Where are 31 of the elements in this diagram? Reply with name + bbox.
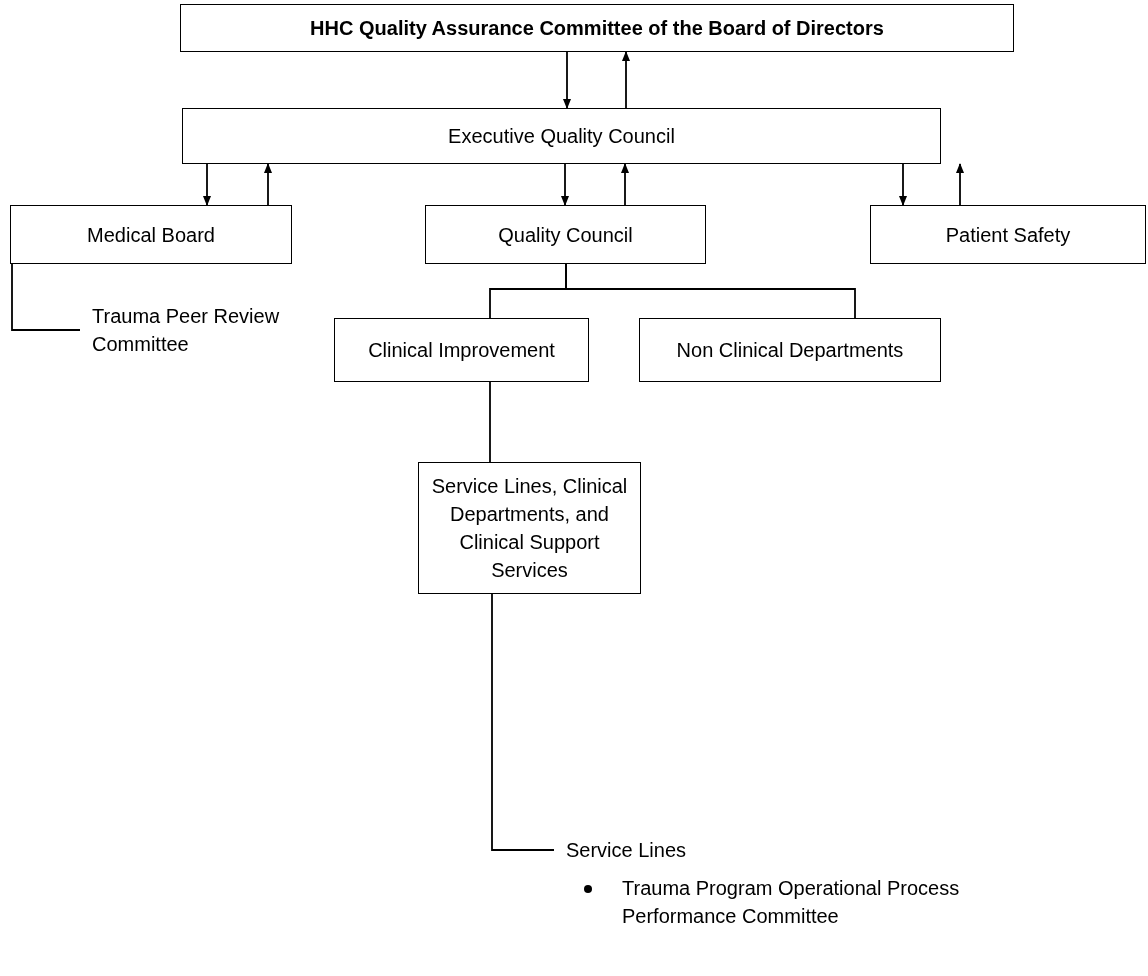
arrow <box>621 163 629 206</box>
connector-line <box>489 381 491 463</box>
connector-line <box>11 263 81 331</box>
arrow <box>899 163 907 206</box>
connector-line <box>565 263 856 319</box>
org-box <box>425 205 706 264</box>
org-box <box>870 205 1146 264</box>
list-item-text: Trauma Program Operational Process Performance Committee <box>622 876 961 929</box>
org-box <box>180 4 1014 52</box>
org-box <box>334 318 589 382</box>
arrow <box>956 163 964 206</box>
org-box <box>418 462 641 594</box>
committee-label: Service Lines <box>566 838 687 863</box>
arrow <box>563 51 571 109</box>
box-label: HHC Quality Assurance Committee of the Board of Directors <box>310 16 884 41</box>
box-label: Executive Quality Council <box>448 124 675 149</box>
box-label: Clinical Improvement <box>368 338 555 363</box>
box-label: Service Lines, Clinical Departments, and Clinical Support Services <box>430 474 629 583</box>
arrow <box>264 163 272 206</box>
org-box <box>639 318 941 382</box>
arrow <box>561 163 569 206</box>
box-label: Patient Safety <box>945 222 1071 248</box>
box-label: Non Clinical Departments <box>676 338 904 363</box>
arrow <box>203 163 211 206</box>
box-label: Medical Board <box>87 222 215 248</box>
org-box <box>10 205 292 264</box>
arrow <box>622 51 630 109</box>
connector-line <box>491 593 555 851</box>
committee-label: Trauma Peer Review Committee <box>92 304 280 357</box>
box-label: Quality Council <box>498 222 633 248</box>
org-box <box>182 108 941 164</box>
